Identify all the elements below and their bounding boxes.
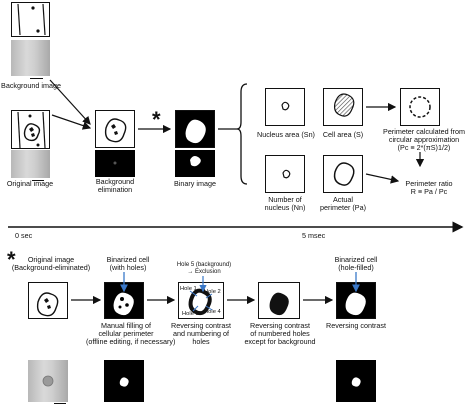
hole5-label: Hole 5 (background)→ Exclusion <box>176 262 232 275</box>
bg-elim-cell-outline <box>104 118 127 143</box>
time-start-label: 0 sec <box>15 231 33 240</box>
cell-area-panel <box>323 88 363 126</box>
measurement-bracket <box>236 83 248 185</box>
hole2-pointer <box>205 293 213 299</box>
nucleus-area-label: Nucleus area (Sn) <box>257 130 315 139</box>
circular-approximation-icon <box>409 96 431 118</box>
cell-area-hatched <box>333 93 355 117</box>
hole1-pointer <box>189 290 198 297</box>
nucleus-count-outline <box>282 169 291 179</box>
orig-bg-eliminated-label: Original image(Background-eliminated) <box>11 255 91 272</box>
original-image-schematic <box>11 110 50 149</box>
hole3-label: Hole 3 <box>182 311 199 317</box>
actual-perimeter-panel <box>323 155 363 193</box>
bg-elim-photo-cell <box>113 161 117 165</box>
cell-area-label: Cell area (S) <box>322 130 364 139</box>
arrow-background-to-bg-elim <box>49 79 91 125</box>
hole-spot <box>120 297 124 301</box>
arrow-original-to-bg-elim <box>51 114 92 130</box>
hole4-label: Hole 4 <box>204 309 221 315</box>
original-schematic-strip <box>17 111 46 149</box>
original-image-label: Original image <box>6 179 54 188</box>
numbered-holes-panel <box>178 282 224 319</box>
hole3-pointer <box>192 305 199 312</box>
background-schematic-strip <box>17 3 46 36</box>
bottom-binary-holes-cell <box>119 377 129 387</box>
hole2-label: Hole 2 <box>204 289 221 295</box>
hole-spot <box>118 305 122 309</box>
asterisk-mark: * <box>152 107 161 132</box>
bottom-binary-filled-cell <box>351 377 361 387</box>
original-image-photo <box>11 150 50 178</box>
circular-approx-panel <box>400 88 440 126</box>
filled-cell-blob <box>345 292 366 316</box>
binarized-with-holes-label: Binarized cell(with holes) <box>106 255 150 272</box>
binarized-filled-label: Binarized cell(hole-filled) <box>334 255 378 272</box>
scale-bar <box>30 78 43 80</box>
time-end-label: 5 msec <box>302 231 326 240</box>
orig-bg-elim-cell <box>36 292 59 317</box>
scale-bar <box>54 403 66 405</box>
bottom-photo-cell <box>42 375 54 387</box>
background-image-schematic <box>11 2 50 37</box>
reversed-cell-blob <box>269 292 289 316</box>
nucleus-area-panel <box>265 88 305 126</box>
asterisk-mark: * <box>7 247 16 272</box>
orig-bg-eliminated-panel <box>28 282 68 319</box>
reversing-contrast-label: Reversing contrast <box>326 321 386 330</box>
nucleus-outline <box>281 101 290 111</box>
background-image-photo <box>11 40 50 76</box>
background-elimination-schematic <box>95 110 135 148</box>
hole-spot <box>125 303 129 307</box>
hole1-label: Hole 1 <box>180 286 197 292</box>
numbered-holes-reversed-panel <box>258 282 300 319</box>
scale-bar <box>32 180 44 182</box>
binary-cell-blob <box>185 119 206 144</box>
actual-perimeter-outline <box>333 162 355 186</box>
hole4-pointer <box>205 305 213 311</box>
number-of-nucleus-panel <box>265 155 305 193</box>
arrow-pa-to-ratio <box>365 173 400 184</box>
orig-bg-elim-nucleus <box>44 298 51 309</box>
numbered-holes-cell <box>188 288 212 316</box>
binary-image-label: Binary image <box>174 179 216 188</box>
binary-photo-cell <box>190 156 201 167</box>
binarized-holes-blob <box>113 292 134 316</box>
background-image-label: Background image <box>1 81 61 90</box>
